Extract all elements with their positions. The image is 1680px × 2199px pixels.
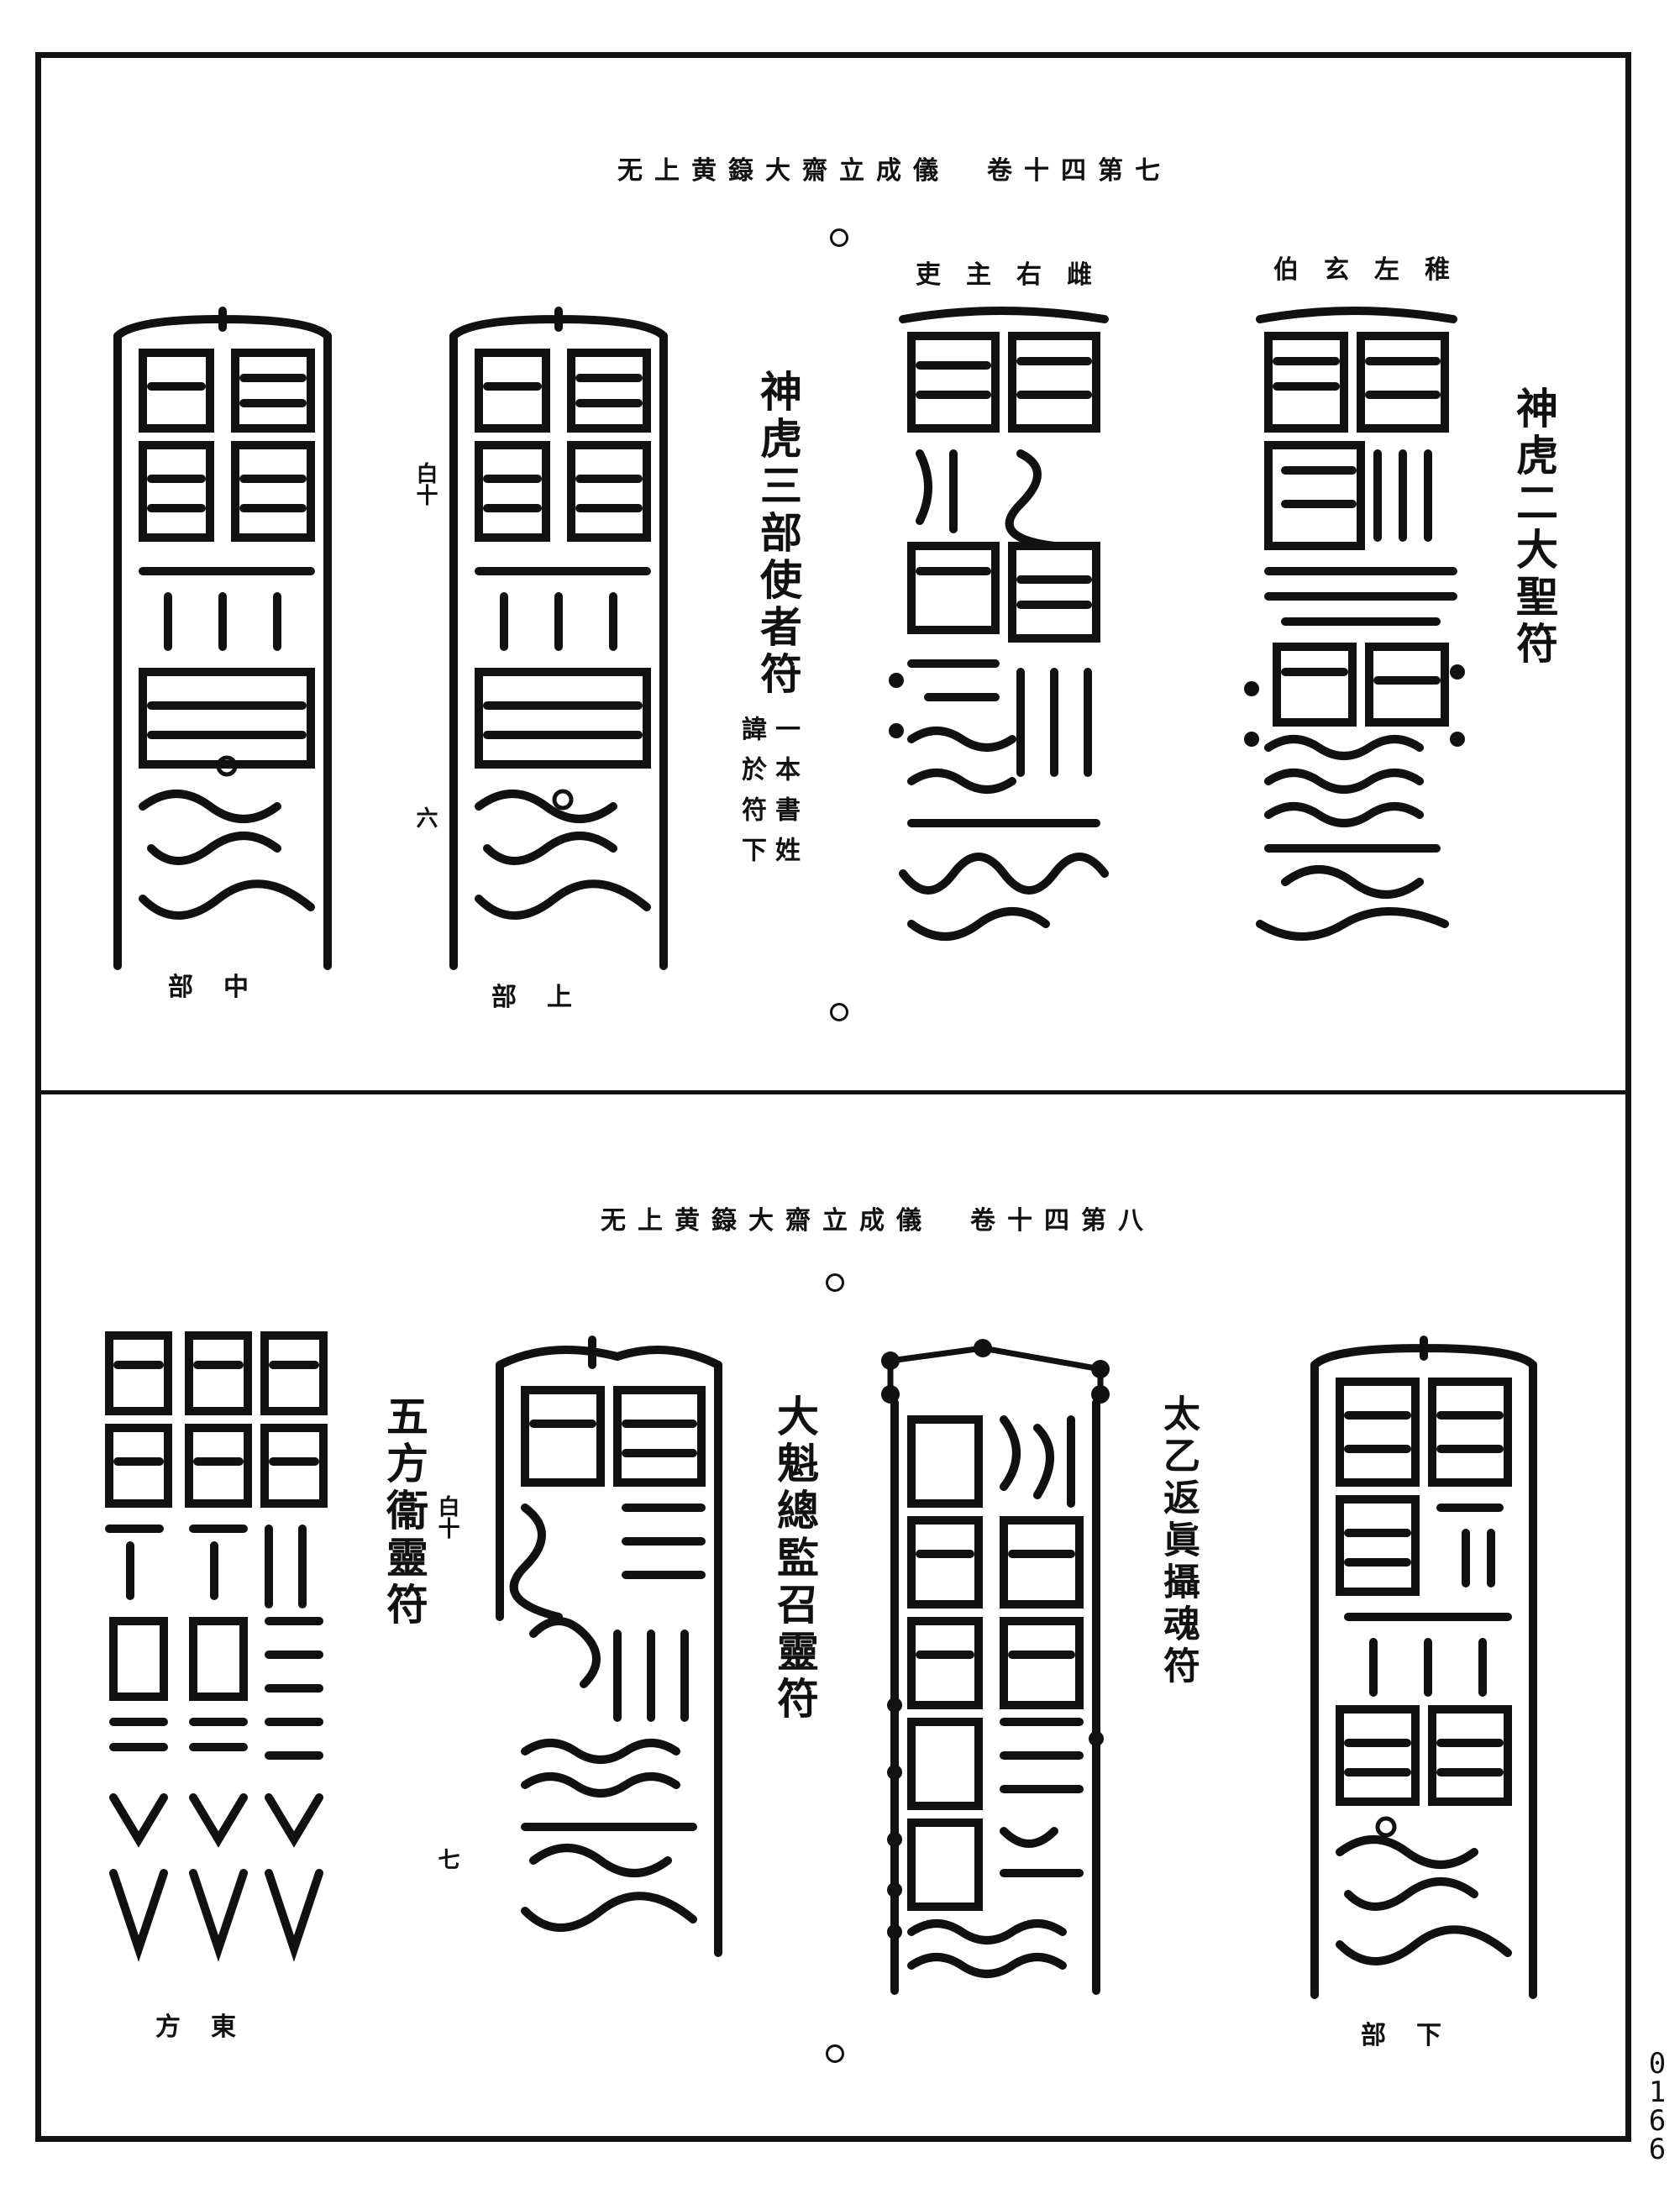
- talisman-taiyi: [881, 1339, 1110, 1995]
- panel-divider: [35, 1090, 1631, 1094]
- page-number: 0 1 6 6: [1645, 2049, 1670, 2164]
- top-header: 无上黄籙大齋立成儀 卷十四第七: [617, 150, 1172, 186]
- title-shenhu-two-saints: 神虎二大聖符: [1509, 386, 1559, 669]
- talisman-three-envoys-right: [889, 307, 1109, 941]
- top-header-text: 无上黄籙大齋立成儀 卷十四第七: [617, 156, 1172, 186]
- title-shenhu-three-envoys: 神虎三部使者符: [753, 370, 803, 699]
- talisman-middle-section: [113, 307, 332, 970]
- label-left-xuanbo: 稚左玄伯: [1273, 255, 1475, 285]
- page-frame: [35, 52, 1631, 2142]
- bottom-side-note-2: 七: [434, 1848, 459, 1870]
- page-number-digit: 6: [1648, 2104, 1667, 2138]
- title-taiyi-return: 太乙返眞攝魂符: [1157, 1394, 1200, 1688]
- top-side-note-2: 六: [412, 806, 438, 828]
- label-middle-section: 中部: [168, 973, 279, 1002]
- page-number-digit: 0: [1648, 2047, 1667, 2081]
- label-upper-section: 上部: [491, 983, 602, 1012]
- top-side-note-1: 白十: [412, 462, 438, 506]
- talisman-five-directions: [105, 1331, 328, 1962]
- bottom-header: 无上黄籙大齋立成儀 卷十四第八: [601, 1199, 1155, 1236]
- binding-hole-2: [830, 1003, 848, 1021]
- talisman-shenhu-right: [1244, 307, 1465, 941]
- page-number-digit: 6: [1648, 2133, 1667, 2166]
- title-five-directions: 五方衞靈符: [380, 1394, 429, 1630]
- label-east: 東方: [155, 2013, 266, 2042]
- binding-hole-4: [826, 2044, 844, 2063]
- title-dakui-summon: 大魁總監召靈符: [770, 1394, 820, 1724]
- note-middle-2: 諱於符下: [737, 716, 766, 877]
- talisman-upper-section: [449, 307, 668, 970]
- note-middle-1: 一本書姓: [770, 716, 800, 877]
- bottom-side-note-1: 白十: [434, 1495, 459, 1539]
- binding-hole-3: [826, 1273, 844, 1292]
- label-right-zhuli: 雌右主吏: [916, 260, 1117, 290]
- bottom-header-text: 无上黄籙大齋立成儀 卷十四第八: [601, 1206, 1155, 1236]
- talisman-dakui: [496, 1336, 722, 1957]
- page-number-digit: 1: [1648, 2076, 1667, 2109]
- label-lower-section: 下部: [1361, 2021, 1472, 2050]
- talisman-lower-section: [1310, 1336, 1537, 1999]
- binding-hole-1: [830, 228, 848, 247]
